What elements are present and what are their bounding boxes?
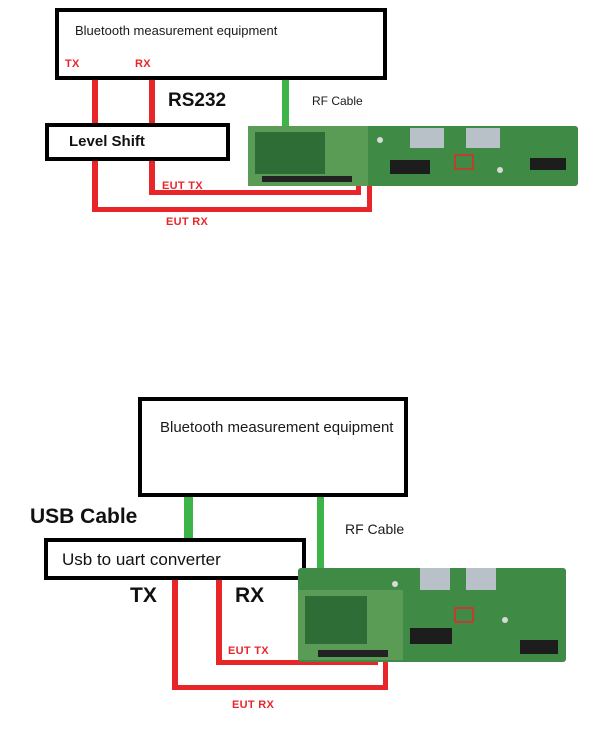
top-eut-rx-riser xyxy=(367,178,372,212)
bottom-tx-wire xyxy=(172,580,178,690)
bottom-usb-cable-label: USB Cable xyxy=(30,505,137,529)
bottom-converter-label: Usb to uart converter xyxy=(62,550,221,570)
top-equipment-box: Bluetooth measurement equipment xyxy=(55,8,387,80)
bottom-converter-box: Usb to uart converter xyxy=(44,538,306,580)
bottom-rx-wire xyxy=(216,580,222,665)
bottom-usb-cable xyxy=(184,497,193,539)
top-eut-tx-riser xyxy=(356,178,361,195)
top-tx-wire-upper xyxy=(92,80,98,124)
bottom-tx-label: TX xyxy=(130,584,157,608)
bottom-eut-rx-riser xyxy=(383,645,388,690)
bottom-equipment-box: Bluetooth measurement equipment xyxy=(138,397,408,497)
bottom-eut-rx-label: EUT RX xyxy=(232,699,274,711)
bottom-eut-tx-wire xyxy=(216,660,378,665)
bottom-equipment-label: Bluetooth measurement equipment xyxy=(160,419,400,436)
bottom-rf-cable xyxy=(317,497,324,622)
bottom-eut-tx-riser xyxy=(373,645,378,665)
top-rx-label: RX xyxy=(135,58,151,70)
top-rs232-label: RS232 xyxy=(168,90,226,112)
top-rx-wire-lower xyxy=(149,160,155,194)
top-rx-wire-upper xyxy=(149,80,155,124)
bottom-eut-tx-label: EUT TX xyxy=(228,645,269,657)
top-eut-rx-label: EUT RX xyxy=(166,216,208,228)
top-rf-cable xyxy=(282,80,289,148)
bottom-rx-label: RX xyxy=(235,584,264,608)
top-level-shift-box: Level Shift xyxy=(45,123,230,161)
top-level-shift-label: Level Shift xyxy=(69,133,145,150)
top-tx-wire-lower xyxy=(92,160,98,212)
top-equipment-label: Bluetooth measurement equipment xyxy=(75,24,315,39)
bottom-eut-rx-wire xyxy=(172,685,388,690)
top-tx-label: TX xyxy=(65,58,80,70)
top-eut-tx-label: EUT TX xyxy=(162,180,203,192)
top-eut-rx-wire xyxy=(92,207,372,212)
bottom-rf-cable-label: RF Cable xyxy=(345,521,404,537)
top-rf-cable-label: RF Cable xyxy=(312,95,363,109)
